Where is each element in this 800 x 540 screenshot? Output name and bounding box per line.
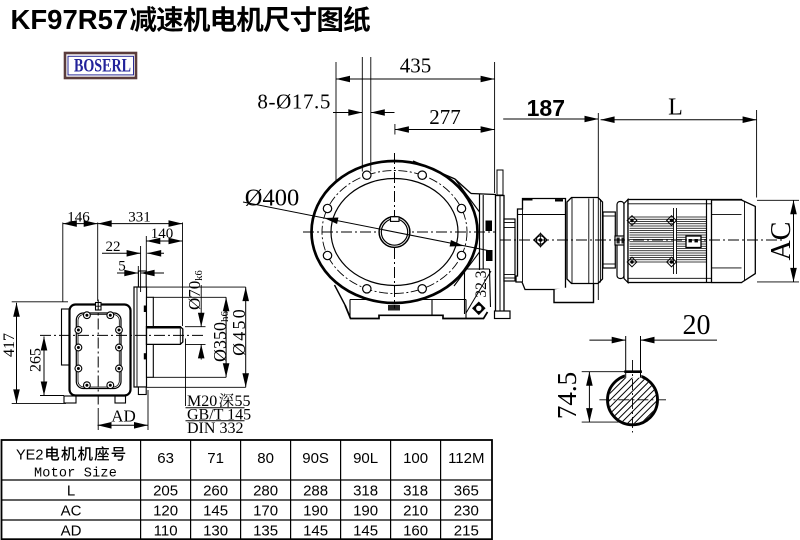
svg-text:145: 145 [303,523,328,540]
svg-text:Ø350h6: Ø350h6 [210,311,231,363]
svg-text:110: 110 [154,523,178,540]
svg-text:GB/T 145: GB/T 145 [187,406,251,423]
svg-text:AD: AD [61,523,82,540]
svg-text:190: 190 [303,503,328,520]
svg-text:265: 265 [28,348,45,372]
svg-text:63: 63 [157,450,174,467]
svg-text:32.3: 32.3 [473,270,490,297]
svg-text:190: 190 [353,503,378,520]
svg-text:331: 331 [128,210,151,226]
svg-text:112M: 112M [448,450,484,467]
svg-text:230: 230 [454,503,479,520]
svg-text:Motor Size: Motor Size [34,467,117,482]
svg-text:170: 170 [253,503,278,520]
svg-text:M20: M20 [187,393,217,410]
svg-text:435: 435 [400,54,432,78]
svg-text:L: L [67,483,75,500]
svg-text:277: 277 [429,105,461,129]
svg-text:80: 80 [257,450,274,467]
svg-text:BOSERL: BOSERL [74,57,131,77]
svg-text:8-Ø17.5: 8-Ø17.5 [257,90,331,114]
svg-text:210: 210 [403,503,428,520]
svg-text:DIN 332: DIN 332 [187,420,243,437]
svg-text:288: 288 [303,483,328,500]
svg-text:187: 187 [527,95,565,121]
svg-text:140: 140 [151,226,174,242]
svg-text:146: 146 [67,210,90,226]
svg-text:120: 120 [153,503,178,520]
svg-text:90S: 90S [302,450,329,467]
svg-text:215: 215 [454,523,479,540]
svg-text:160: 160 [403,523,428,540]
svg-text:55: 55 [235,393,251,410]
svg-text:AD: AD [111,407,136,426]
svg-text:145: 145 [353,523,378,540]
svg-text:71: 71 [207,450,224,467]
svg-text:5: 5 [118,259,126,275]
svg-text:YE2: YE2 [16,448,43,464]
svg-text:365: 365 [454,483,479,500]
svg-text:L: L [668,95,683,121]
svg-text:Ø400: Ø400 [245,185,299,212]
svg-text:417: 417 [1,333,18,357]
svg-text:KF97R57: KF97R57 [11,4,129,35]
svg-text:AC: AC [61,503,82,520]
svg-text:20: 20 [683,310,711,341]
svg-text:90L: 90L [353,450,378,467]
svg-text:318: 318 [353,483,378,500]
svg-text:74.5: 74.5 [552,372,582,419]
svg-text:22: 22 [106,239,121,255]
svg-text:135: 135 [253,523,278,540]
svg-text:280: 280 [253,483,278,500]
svg-text:318: 318 [403,483,428,500]
svg-text:260: 260 [203,483,228,500]
svg-text:145: 145 [203,503,228,520]
svg-text:AC: AC [766,222,797,261]
svg-text:100: 100 [403,450,428,467]
svg-text:Ø450: Ø450 [229,307,249,356]
svg-text:205: 205 [153,483,178,500]
svg-text:130: 130 [203,523,228,540]
